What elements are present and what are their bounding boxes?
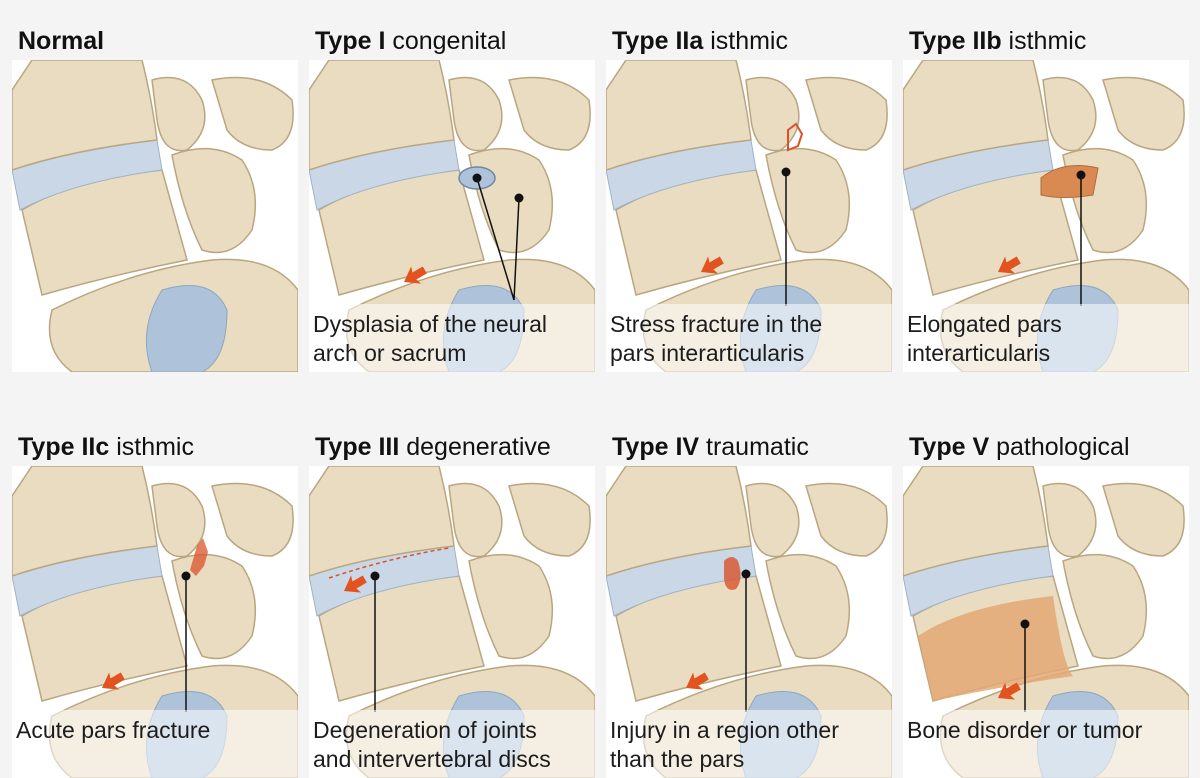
lamina <box>172 555 255 659</box>
lamina <box>469 149 552 253</box>
leader-dot <box>1021 620 1030 629</box>
panel-caption: Acute pars fracture <box>12 710 298 778</box>
sacral-canal <box>146 286 227 373</box>
panel-title-rest: isthmic <box>703 27 788 55</box>
facet-joint <box>152 484 205 557</box>
caption-line: Stress fracture in the <box>610 310 892 339</box>
facet-joint <box>152 78 205 151</box>
panel-title-rest: isthmic <box>109 433 194 461</box>
leader-dot <box>782 168 791 177</box>
spinous-process <box>1103 484 1184 557</box>
panel-caption: Bone disorder or tumor <box>903 710 1189 778</box>
panel-title: Type I congenital <box>315 24 506 58</box>
panel-title-rest: pathological <box>989 433 1129 461</box>
caption-line: and intervertebral discs <box>313 745 595 774</box>
panel-title-bold: Type I <box>315 27 385 55</box>
caption-line: Acute pars fracture <box>16 716 298 745</box>
panel-title: Type IV traumatic <box>612 430 809 464</box>
panel-title: Type V pathological <box>909 430 1130 464</box>
caption-line: Degeneration of joints <box>313 716 595 745</box>
panel-title-bold: Normal <box>18 27 104 55</box>
panel-title: Type IIb isthmic <box>909 24 1086 58</box>
panel-title-rest: degenerative <box>399 433 551 461</box>
lamina <box>766 149 849 253</box>
lamina <box>469 555 552 659</box>
lamina <box>172 149 255 253</box>
facet-joint <box>1043 484 1096 557</box>
spinous-process <box>509 78 590 151</box>
spinous-process <box>1103 78 1184 151</box>
caption-line: arch or sacrum <box>313 339 595 368</box>
panel-title-rest: isthmic <box>1002 27 1087 55</box>
caption-line: than the pars <box>610 745 892 774</box>
leader-dot <box>473 174 482 183</box>
spinous-process <box>509 484 590 557</box>
panel-title-bold: Type IIa <box>612 27 703 55</box>
spinous-process <box>212 484 293 557</box>
panel-illustration <box>12 60 298 372</box>
caption-line: interarticularis <box>907 339 1189 368</box>
caption-line: Dysplasia of the neural <box>313 310 595 339</box>
facet-joint <box>746 78 799 151</box>
panel-title-bold: Type V <box>909 433 989 461</box>
spinous-process <box>806 484 887 557</box>
panel-title: Type IIa isthmic <box>612 24 788 58</box>
panel-title-rest: congenital <box>385 27 506 55</box>
panel-normal: Normal <box>12 24 298 372</box>
caption-line: pars interarticularis <box>610 339 892 368</box>
facet-joint <box>1043 78 1096 151</box>
leader-dot <box>182 572 191 581</box>
facet-joint <box>449 78 502 151</box>
leader-dot <box>1077 171 1086 180</box>
panel-title-bold: Type IIc <box>18 433 109 461</box>
panel-title-rest: traumatic <box>699 433 809 461</box>
traumatic-fracture <box>724 557 741 590</box>
spinous-process <box>806 78 887 151</box>
illustration-svg <box>12 60 298 372</box>
panel-title-bold: Type IIb <box>909 27 1002 55</box>
panel-title: Type IIc isthmic <box>18 430 194 464</box>
spine-illustration <box>12 60 298 372</box>
panel-title-bold: Type IV <box>612 433 699 461</box>
leader-dot <box>742 570 751 579</box>
facet-joint <box>746 484 799 557</box>
lamina <box>1063 555 1146 659</box>
leader-dot <box>515 194 524 203</box>
panel-title: Normal <box>18 24 104 58</box>
panel-title-bold: Type III <box>315 433 399 461</box>
caption-line: Bone disorder or tumor <box>907 716 1189 745</box>
lamina <box>1063 149 1146 253</box>
panel-title: Type III degenerative <box>315 430 551 464</box>
caption-line: Injury in a region other <box>610 716 892 745</box>
caption-line: Elongated pars <box>907 310 1189 339</box>
spinous-process <box>212 78 293 151</box>
leader-dot <box>371 572 380 581</box>
lamina <box>766 555 849 659</box>
facet-joint <box>449 484 502 557</box>
